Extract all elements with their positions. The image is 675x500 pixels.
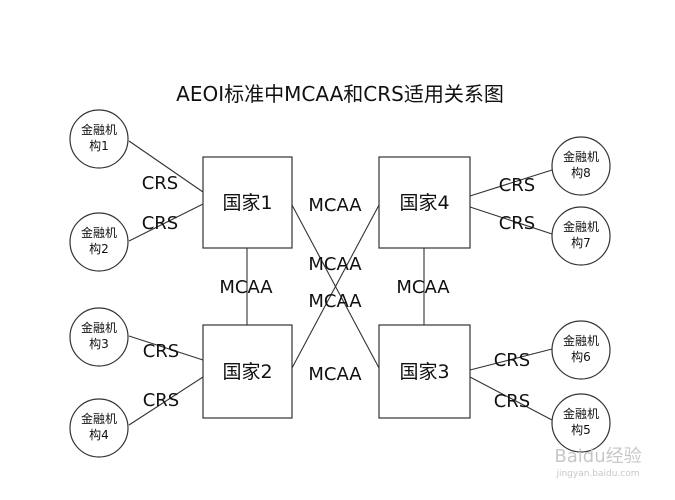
institution-label-line2: 构6	[571, 349, 591, 364]
watermark-url: jingyan.baidu.com	[555, 469, 639, 479]
institution-circle-5: 金融机 构5	[551, 393, 611, 453]
country-label: 国家4	[399, 192, 449, 214]
link-inst1-country1	[128, 140, 204, 193]
institution-circle-6: 金融机 构6	[551, 320, 611, 380]
link-inst4-country2	[128, 376, 204, 426]
link-country3-inst6	[469, 348, 553, 371]
institution-label-line2: 构3	[89, 336, 109, 351]
link-inst3-country2	[128, 335, 204, 361]
crs-label: CRS	[494, 350, 531, 371]
institution-label-line1: 金融机	[563, 219, 599, 234]
institution-label-line1: 金融机	[81, 122, 117, 137]
crs-label: CRS	[494, 391, 531, 412]
mcaa-label: MCAA	[308, 254, 362, 275]
institution-circle-1: 金融机 构1	[69, 109, 129, 169]
link-country4-inst8	[469, 169, 553, 197]
crs-label: CRS	[499, 175, 536, 196]
country-box-2: 国家2	[202, 324, 293, 419]
country-label: 国家2	[222, 361, 272, 383]
institution-circle-3: 金融机 构3	[69, 307, 129, 367]
link-inst2-country1	[128, 203, 204, 242]
country-label: 国家1	[222, 192, 272, 214]
institution-label-line1: 金融机	[563, 406, 599, 421]
country-box-1: 国家1	[202, 156, 293, 249]
mcaa-label: MCAA	[396, 277, 450, 298]
institution-circle-4: 金融机 构4	[69, 398, 129, 458]
institution-label-line1: 金融机	[81, 225, 117, 240]
link-country3-inst5	[469, 376, 553, 421]
crs-label: CRS	[143, 341, 180, 362]
crs-label: CRS	[499, 213, 536, 234]
link-country2-country4	[291, 204, 380, 369]
mcaa-label: MCAA	[308, 195, 362, 216]
watermark-text: Baidu经验	[554, 446, 641, 467]
crs-label: CRS	[143, 390, 180, 411]
institution-circle-8: 金融机 构8	[551, 136, 611, 196]
mcaa-label: MCAA	[308, 364, 362, 385]
institution-label-line2: 构2	[89, 241, 109, 256]
mcaa-label: MCAA	[219, 277, 273, 298]
country-box-4: 国家4	[378, 156, 471, 249]
country-box-3: 国家3	[378, 324, 471, 419]
mcaa-label: MCAA	[308, 291, 362, 312]
institution-label-line2: 构1	[89, 138, 109, 153]
link-country4-inst7	[469, 206, 553, 235]
diagram-title: AEOI标准中MCAA和CRS适用关系图	[176, 82, 504, 106]
institution-label-line2: 构7	[571, 235, 591, 250]
institution-label-line1: 金融机	[81, 411, 117, 426]
institution-label-line2: 构4	[89, 427, 109, 442]
crs-label: CRS	[142, 173, 179, 194]
institution-circle-2: 金融机 构2	[69, 212, 129, 272]
crs-label: CRS	[142, 213, 179, 234]
institution-label-line1: 金融机	[563, 333, 599, 348]
institution-label-line2: 构5	[571, 422, 591, 437]
institution-circle-7: 金融机 构7	[551, 206, 611, 266]
connector-lines	[128, 140, 553, 426]
institution-label-line1: 金融机	[563, 149, 599, 164]
country-label: 国家3	[399, 361, 449, 383]
institution-label-line2: 构8	[571, 165, 591, 180]
institution-label-line1: 金融机	[81, 320, 117, 335]
